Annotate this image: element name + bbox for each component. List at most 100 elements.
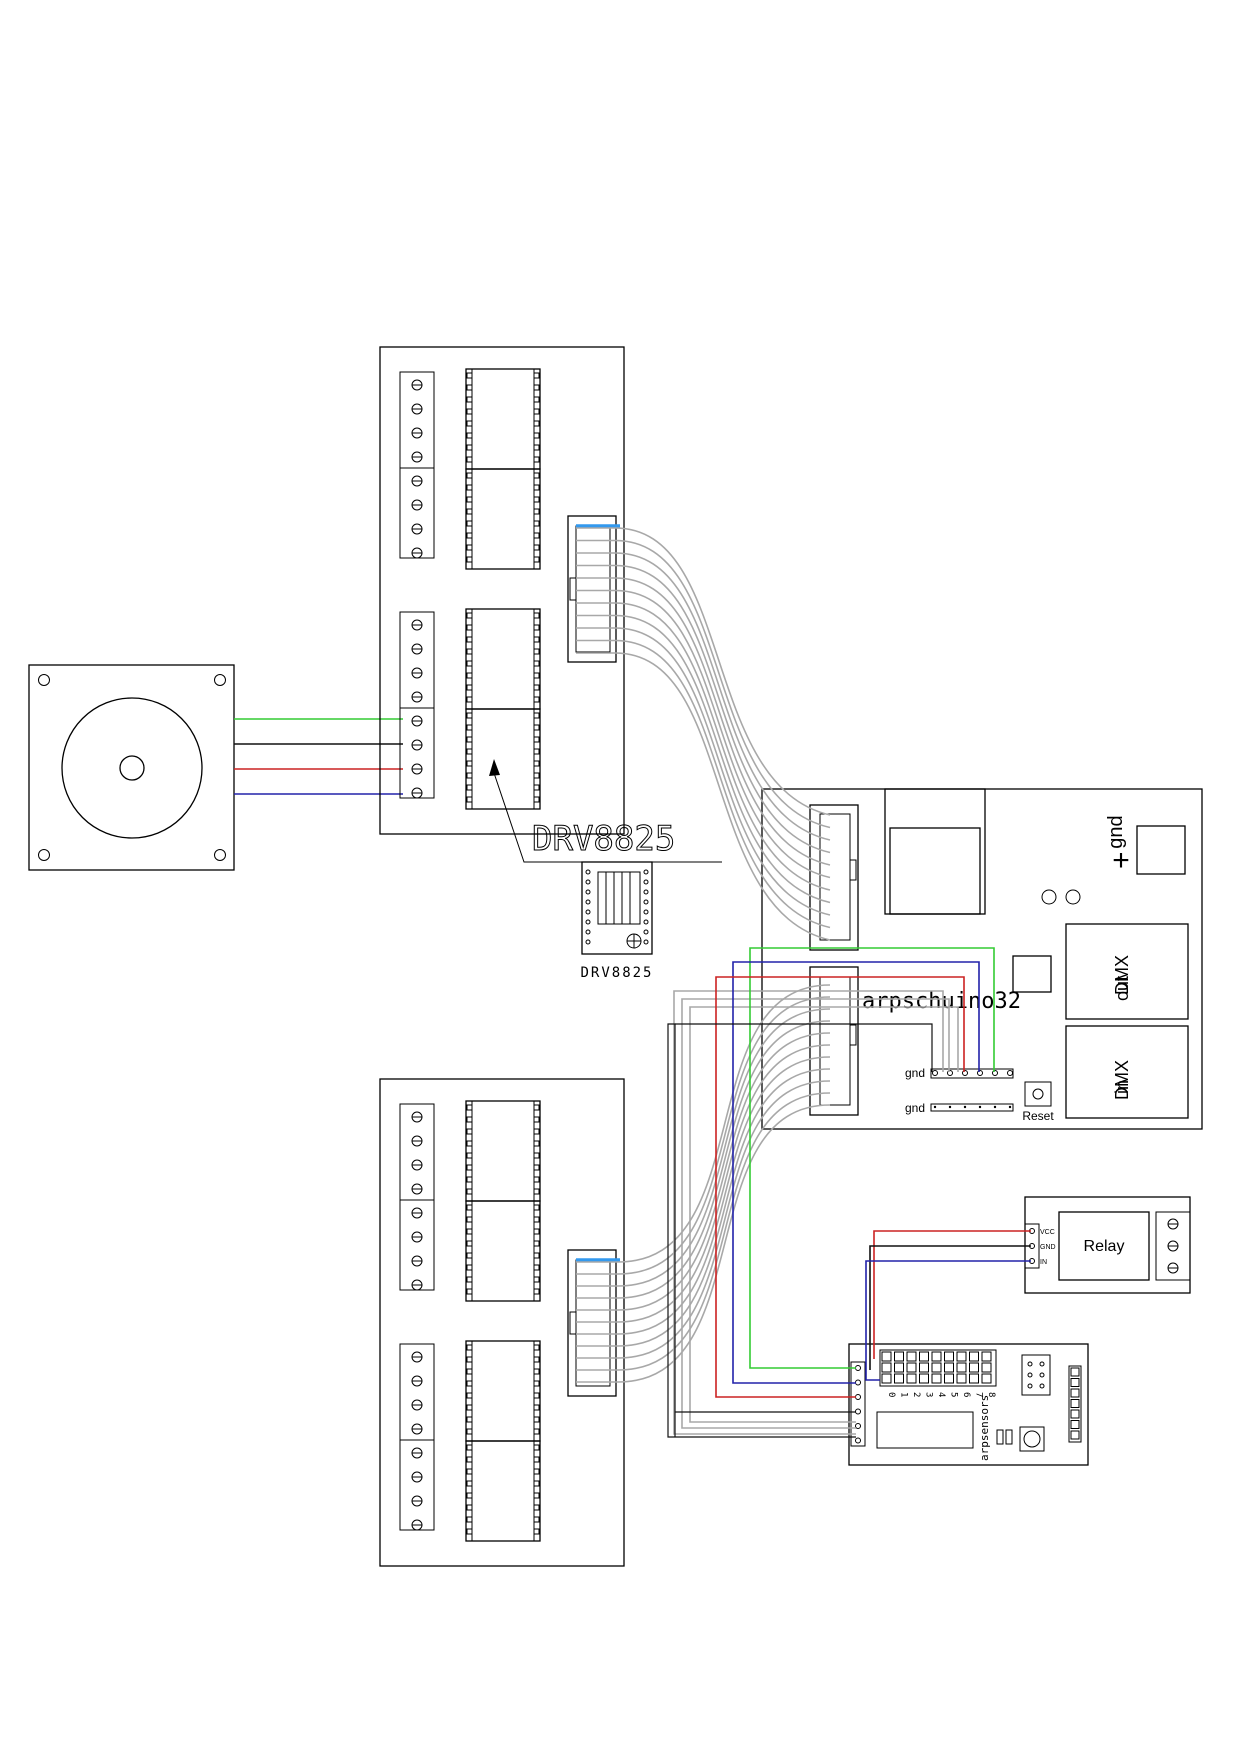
pin xyxy=(1070,1420,1080,1429)
socket-inner xyxy=(471,468,535,570)
pin xyxy=(466,1128,473,1135)
pin xyxy=(466,724,473,731)
relay-gnd-label: GND xyxy=(1040,1244,1056,1251)
socket xyxy=(465,708,541,810)
pin xyxy=(466,1116,473,1123)
pin xyxy=(533,796,540,803)
pin xyxy=(466,544,473,551)
pin xyxy=(533,1368,540,1375)
pin xyxy=(533,396,540,403)
ribbon-wire xyxy=(576,1020,831,1299)
pin xyxy=(1070,1367,1080,1377)
pin xyxy=(643,939,649,945)
terminal-block xyxy=(399,1103,435,1291)
ribbon-wire xyxy=(576,652,831,941)
power-gnd-label: gnd xyxy=(1105,815,1127,848)
screw-terminal-icon xyxy=(1167,1218,1179,1274)
pin xyxy=(533,1392,540,1399)
pin xyxy=(466,520,473,527)
pin xyxy=(466,1344,473,1351)
ribbon-wire xyxy=(576,627,831,916)
pin xyxy=(643,909,649,915)
pin xyxy=(533,648,540,655)
pin xyxy=(533,1240,540,1247)
pin xyxy=(466,1140,473,1147)
pin xyxy=(466,624,473,631)
pin xyxy=(533,1428,540,1435)
pin xyxy=(533,372,540,379)
signal-wires xyxy=(667,947,1031,1438)
pin xyxy=(466,1404,473,1411)
controller-name-label: arpschuino32 xyxy=(862,989,1021,1014)
pin xyxy=(533,1188,540,1195)
pin xyxy=(533,1116,540,1123)
ribbon-wire xyxy=(576,564,831,854)
ribbon-wire xyxy=(576,1092,831,1371)
terminal-block xyxy=(399,611,435,799)
driver-callout: DRV8825 xyxy=(489,759,722,863)
sensor-pin-label: 0 xyxy=(886,1392,896,1397)
pin xyxy=(466,696,473,703)
sensors-name-label: arpsensors xyxy=(978,1395,991,1461)
pin xyxy=(466,1504,473,1511)
pin-cell xyxy=(944,1351,954,1362)
drv8825-module: DRV8825 xyxy=(580,861,653,981)
pin xyxy=(466,396,473,403)
relay-vcc-label: VCC xyxy=(1040,1229,1055,1236)
pin xyxy=(855,1423,861,1429)
sensor-pin-label: 8 xyxy=(986,1392,996,1397)
pin xyxy=(466,1204,473,1211)
pin-cell xyxy=(881,1362,892,1373)
ribbon-wire xyxy=(576,996,831,1275)
pin xyxy=(466,1164,473,1171)
pin xyxy=(466,444,473,451)
pin xyxy=(585,909,591,915)
ribbon-wire xyxy=(576,1080,831,1359)
pin xyxy=(533,1252,540,1259)
pin xyxy=(533,1480,540,1487)
pin-cell xyxy=(969,1373,979,1384)
pin xyxy=(585,939,591,945)
ribbon-wire xyxy=(576,539,831,829)
pin xyxy=(533,1416,540,1423)
ribbon-wire xyxy=(576,1044,831,1323)
pin xyxy=(533,1152,540,1159)
pin xyxy=(466,384,473,391)
power-plus-label: + xyxy=(1112,844,1130,877)
gnd-top-label: gnd xyxy=(905,1066,925,1080)
pin xyxy=(585,879,591,885)
pin xyxy=(466,1228,473,1235)
relay-in-label: IN xyxy=(1040,1259,1047,1266)
header-pin xyxy=(947,1070,953,1076)
pin xyxy=(533,508,540,515)
pin xyxy=(466,1368,473,1375)
pin-cell xyxy=(894,1351,904,1362)
pin xyxy=(466,372,473,379)
driver-board-bottom xyxy=(379,1078,625,1567)
ribbon-wire xyxy=(576,1104,831,1383)
ribbon-wire xyxy=(576,1032,831,1311)
pin xyxy=(466,1356,473,1363)
socket xyxy=(465,1340,541,1442)
socket-inner xyxy=(471,708,535,810)
pin-cell xyxy=(919,1351,929,1362)
pin xyxy=(533,624,540,631)
socket-inner xyxy=(471,608,535,710)
pin xyxy=(466,432,473,439)
pin xyxy=(533,1164,540,1171)
header-pin xyxy=(948,1105,952,1109)
pin xyxy=(466,1188,473,1195)
pin xyxy=(533,432,540,439)
pin xyxy=(466,1528,473,1535)
pin xyxy=(585,919,591,925)
pin-cell xyxy=(906,1373,917,1384)
pin xyxy=(466,772,473,779)
pin xyxy=(466,1252,473,1259)
ribbon-connector-inner xyxy=(575,1259,611,1387)
pin xyxy=(533,456,540,463)
socket-inner xyxy=(471,1100,535,1202)
pin xyxy=(533,1104,540,1111)
pin xyxy=(466,1288,473,1295)
